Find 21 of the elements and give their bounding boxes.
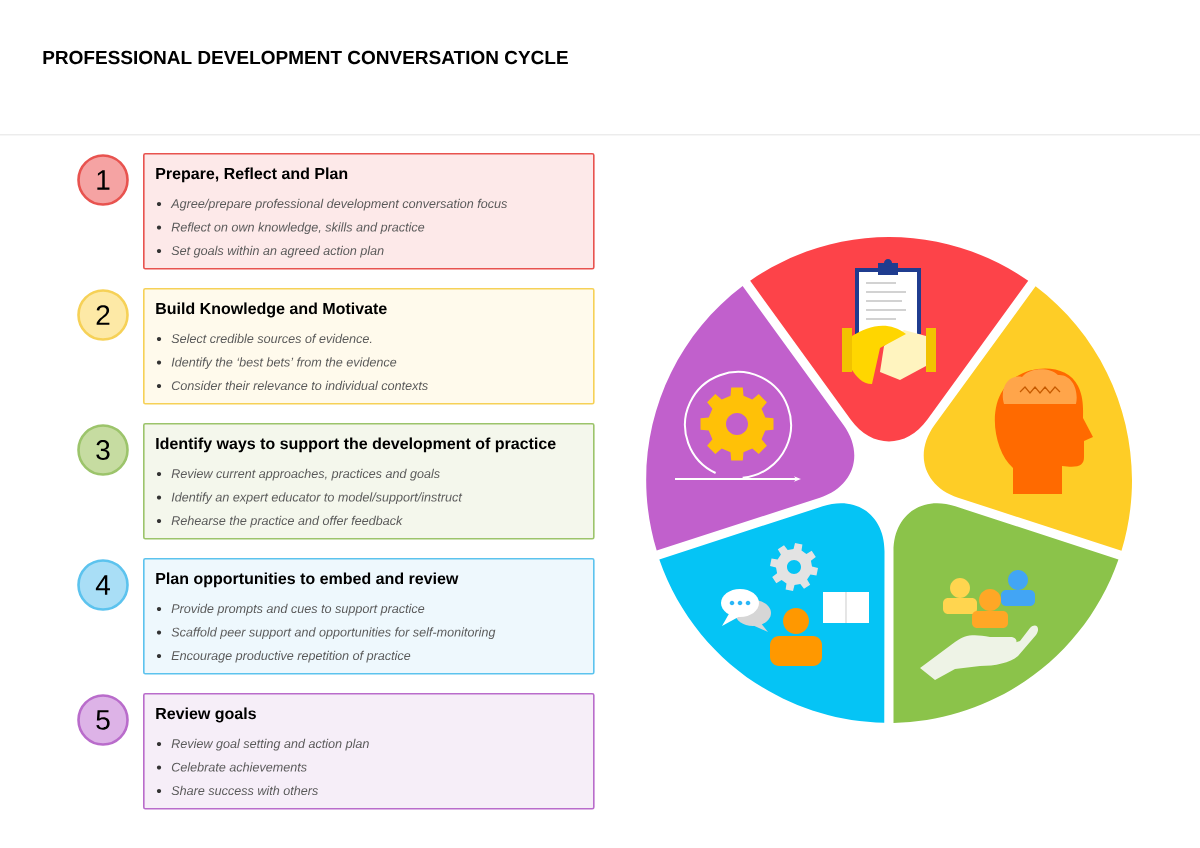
bullet-text: Reflect on own knowledge, skills and practice (171, 222, 425, 235)
bullet-text: Identify an expert educator to model/support/instruct (171, 492, 463, 505)
step-heading: Review goals (156, 707, 256, 723)
step-heading: Build Knowledge and Motivate (156, 302, 387, 318)
bullet-text: Identify the ‘best bets’ from the evidence (171, 357, 397, 370)
bullet-text: Review goal setting and action plan (171, 738, 369, 751)
bullet-text: Provide prompts and cues to support practice (171, 603, 425, 616)
bullet-text: Select credible sources of evidence. (171, 333, 372, 344)
bullet-text: Agree/prepare professional development conversation focus (170, 198, 508, 211)
step-heading: Prepare, Reflect and Plan (156, 167, 348, 183)
bullet-text: Scaffold peer support and opportunities for self-monitoring (171, 627, 496, 640)
bullet-text: Set goals within an agreed action plan (171, 245, 384, 258)
bullet-text: Share success with others (171, 785, 318, 796)
bullet-text: Celebrate achievements (171, 762, 307, 772)
bullet-text: Rehearse the practice and offer feedback (171, 515, 403, 528)
step-heading: Identify ways to support the development of practice (156, 437, 556, 453)
title: PROFESSIONAL DEVELOPMENT CONVERSATION CYCLE (43, 50, 568, 65)
step-heading: Plan opportunities to embed and review (156, 572, 459, 588)
bullet-text: Review current approaches, practices and goals (171, 468, 440, 481)
bullet-text: Encourage productive repetition of practice (171, 650, 411, 663)
bullet-text: Consider their relevance to individual contexts (171, 380, 428, 391)
